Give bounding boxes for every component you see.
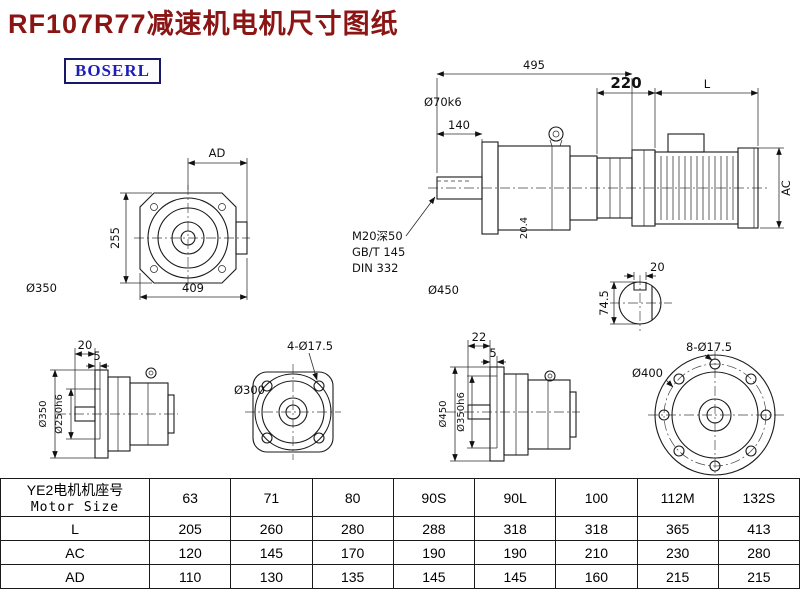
shaft-section-view: 20 74.5 (597, 260, 665, 325)
table-cell: 160 (555, 564, 638, 589)
table-header-cell: 71 (230, 478, 313, 517)
centerlines (56, 185, 784, 476)
table-cell: 170 (311, 540, 394, 565)
dim-flange-b-22: 22 (472, 330, 487, 344)
table-cell: 280 (717, 540, 800, 565)
flange-small-side-view: 20 5 Ø350 Ø250h6 (37, 338, 175, 459)
table-cell: 215 (717, 564, 800, 589)
dim-d450-side: Ø450 (428, 283, 459, 297)
table-header-cell: 90S (392, 478, 476, 517)
table-header-cell: 90L (473, 478, 557, 517)
page-title: RF107R77减速机电机尺寸图纸 (8, 9, 399, 39)
table-cell: 120 (148, 540, 232, 565)
table-cell: 110 (148, 564, 232, 589)
table-header-motor-size: YE2电机机座号 Motor Size (0, 478, 150, 517)
dim-409: 409 (182, 281, 204, 295)
dim-flange-a-5: 5 (93, 349, 100, 363)
brand-logo: BOSERL (64, 58, 161, 84)
dim-d350-front: Ø350 (26, 281, 57, 295)
motor-size-table: YE2电机机座号 Motor Size 63 71 80 90S 90L 100… (0, 478, 800, 589)
table-cell: 135 (311, 564, 394, 589)
table-cell: 288 (392, 516, 476, 541)
table-cell: 280 (311, 516, 394, 541)
note-thread-1: M20深50 (352, 229, 403, 243)
table-cell: 130 (230, 564, 313, 589)
motor-fins (660, 156, 734, 220)
table-cell: 145 (230, 540, 313, 565)
table-cell: 260 (230, 516, 313, 541)
table-cell: 190 (392, 540, 476, 565)
flange-large-side-view: 22 5 Ø450 Ø350h6 (437, 330, 577, 462)
dim-745: 74.5 (597, 290, 611, 316)
dim-flange-a-d250: Ø250h6 (53, 394, 65, 434)
table-cell: 215 (636, 564, 719, 589)
dim-220: 220 (610, 74, 641, 92)
dim-flange-a-d350: Ø350 (37, 401, 49, 428)
table-header-cell: 100 (555, 478, 638, 517)
dim-flange-a-d300: Ø300 (234, 383, 265, 397)
dim-ad: AD (209, 146, 226, 160)
dim-flange-b-d350: Ø350h6 (455, 392, 467, 432)
dim-140: 140 (448, 118, 470, 132)
front-view: AD 255 409 Ø350 (26, 146, 248, 300)
dim-key-20: 20 (650, 260, 665, 274)
side-view: 495 140 Ø70k6 20.4 M20深50 GB/T 145 DIN 3… (352, 58, 793, 297)
note-thread-3: DIN 332 (352, 261, 398, 275)
table-header-en: Motor Size (30, 500, 120, 515)
table-header-cell: 80 (311, 478, 394, 517)
table-header-cn: YE2电机机座号 (26, 482, 124, 498)
table-cell: 318 (473, 516, 557, 541)
row-label: AC (0, 540, 150, 565)
dim-shaft-diameter: Ø70k6 (424, 95, 462, 109)
table-cell: 205 (148, 516, 232, 541)
row-label: L (0, 516, 150, 541)
brand-logo-text: BOSERL (75, 61, 150, 80)
table-cell: 230 (636, 540, 719, 565)
table-cell: 145 (392, 564, 476, 589)
table-cell: 365 (636, 516, 719, 541)
dim-L: L (704, 77, 711, 91)
table-row-L: L 205 260 280 288 318 318 365 413 (0, 516, 800, 541)
table-cell: 190 (473, 540, 557, 565)
dim-keyway: 20.4 (519, 217, 530, 239)
table-header-cell: 132S (717, 478, 800, 517)
row-label: AD (0, 564, 150, 589)
dim-495: 495 (523, 58, 545, 72)
table-header-row: YE2电机机座号 Motor Size 63 71 80 90S 90L 100… (0, 478, 800, 517)
table-cell: 145 (473, 564, 557, 589)
flange-large-front-view: 8-Ø17.5 Ø400 (632, 340, 776, 476)
table-header-cell: 63 (148, 478, 232, 517)
dim-255: 255 (108, 227, 122, 249)
table-header-cell: 112M (636, 478, 719, 517)
table-cell: 210 (555, 540, 638, 565)
note-thread-2: GB/T 145 (352, 245, 405, 259)
technical-drawing: AD 255 409 Ø350 (26, 58, 793, 476)
dim-flange-b-d450: Ø450 (437, 401, 449, 428)
table-cell: 413 (717, 516, 800, 541)
dim-flange-a-20: 20 (78, 338, 93, 352)
dim-flange-b-d400: Ø400 (632, 366, 663, 380)
dim-flange-b-5: 5 (489, 346, 496, 360)
dim-flange-b-holes: 8-Ø17.5 (686, 340, 732, 354)
table-row-AC: AC 120 145 170 190 190 210 230 280 (0, 540, 800, 565)
dim-flange-a-holes: 4-Ø17.5 (287, 339, 333, 353)
table-row-AD: AD 110 130 135 145 145 160 215 215 (0, 564, 800, 589)
flange-small-front-view: 4-Ø17.5 Ø300 (234, 339, 334, 453)
table-cell: 318 (555, 516, 638, 541)
dim-ac: AC (779, 180, 793, 196)
